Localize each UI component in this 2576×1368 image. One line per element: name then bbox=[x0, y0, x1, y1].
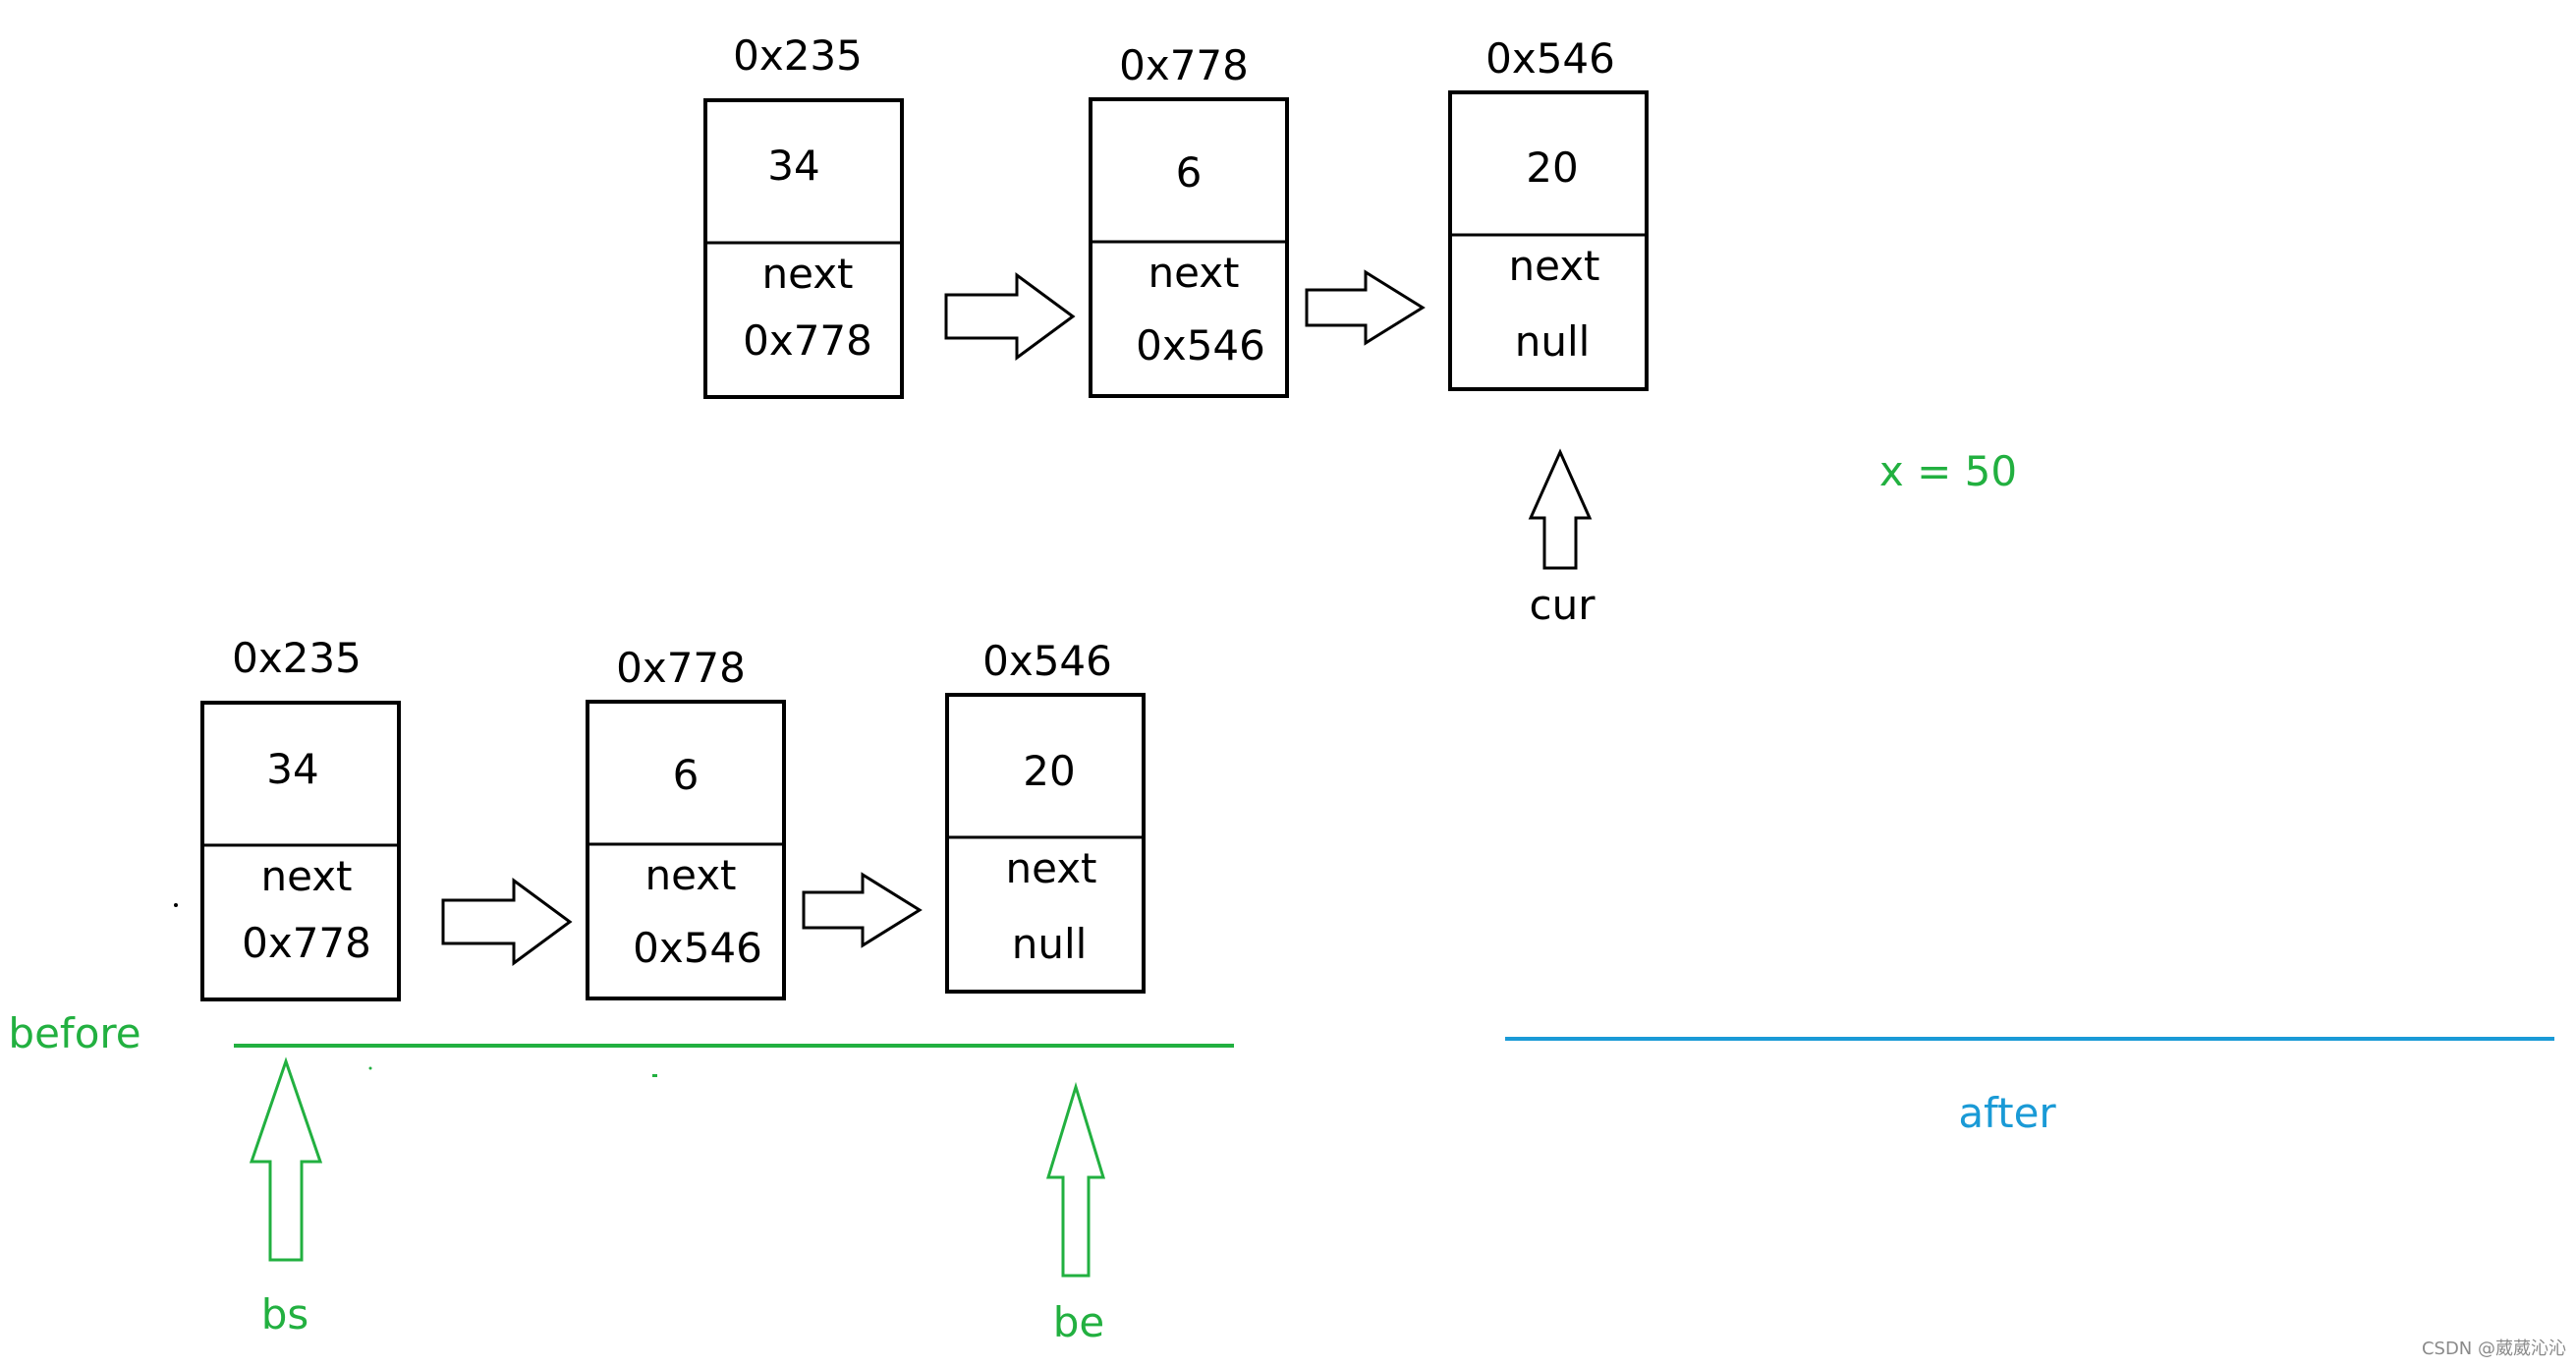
top-node-2-next-label: next bbox=[1148, 249, 1239, 297]
bottom-arrow-2-to-3 bbox=[802, 872, 923, 948]
top-node-3-next-value: null bbox=[1515, 317, 1591, 366]
bottom-node-3-box bbox=[945, 693, 1146, 994]
bottom-node-1-next-value: 0x778 bbox=[242, 919, 371, 967]
bottom-node-1: 0x235 34 next 0x778 bbox=[200, 634, 401, 1001]
top-node-1-next-label: next bbox=[761, 250, 853, 298]
bottom-node-1-value: 34 bbox=[266, 745, 318, 793]
stray-dot bbox=[652, 1074, 657, 1077]
top-node-2: 0x778 6 next 0x546 bbox=[1089, 41, 1289, 398]
bottom-node-1-box bbox=[200, 701, 401, 1001]
top-arrow-1-to-2 bbox=[944, 272, 1076, 361]
after-label: after bbox=[1958, 1089, 2056, 1137]
top-node-2-address: 0x778 bbox=[1119, 41, 1249, 89]
bottom-node-3: 0x546 20 next null bbox=[945, 637, 1146, 994]
x-value-label: x = 50 bbox=[1879, 447, 2017, 495]
be-pointer-arrow bbox=[1045, 1081, 1106, 1278]
bottom-node-2-next-value: 0x546 bbox=[633, 924, 762, 972]
top-node-2-value: 6 bbox=[1176, 148, 1203, 197]
stray-dot bbox=[174, 903, 178, 907]
bottom-node-3-next-value: null bbox=[1012, 920, 1088, 968]
bottom-node-1-next-label: next bbox=[260, 852, 352, 900]
bottom-arrow-1-to-2 bbox=[441, 878, 573, 966]
bottom-list: 0x235 34 next 0x778 0x778 6 next 0x546 0… bbox=[8, 634, 2554, 1346]
top-node-2-next-value: 0x546 bbox=[1136, 321, 1265, 370]
before-label: before bbox=[8, 1009, 140, 1057]
bs-label: bs bbox=[261, 1290, 309, 1339]
top-node-1-value: 34 bbox=[767, 142, 819, 190]
cur-pointer-arrow bbox=[1528, 448, 1593, 570]
bottom-node-2-address: 0x778 bbox=[616, 644, 746, 692]
stray-dot bbox=[368, 1066, 372, 1070]
top-node-3-next-label: next bbox=[1508, 242, 1599, 290]
bottom-node-2-box bbox=[586, 700, 786, 1000]
bottom-node-2: 0x778 6 next 0x546 bbox=[586, 644, 786, 1000]
be-label: be bbox=[1053, 1298, 1105, 1346]
top-node-3-box bbox=[1448, 90, 1649, 391]
bottom-node-3-value: 20 bbox=[1023, 747, 1075, 795]
bottom-node-3-next-label: next bbox=[1005, 844, 1096, 892]
top-node-2-box bbox=[1089, 97, 1289, 398]
watermark: CSDN @葳葳沁沁 bbox=[2422, 1339, 2566, 1359]
top-node-1: 0x235 34 next 0x778 bbox=[703, 31, 904, 399]
bottom-node-1-address: 0x235 bbox=[232, 634, 362, 682]
bottom-node-2-next-label: next bbox=[644, 851, 736, 899]
top-node-3: 0x546 20 next null bbox=[1448, 34, 1649, 391]
cur-label: cur bbox=[1530, 581, 1596, 629]
top-list: 0x235 34 next 0x778 0x778 6 next 0x546 0… bbox=[703, 31, 2017, 629]
top-arrow-2-to-3 bbox=[1305, 269, 1426, 346]
bs-pointer-arrow bbox=[249, 1056, 323, 1262]
top-node-1-address: 0x235 bbox=[733, 31, 863, 80]
top-node-1-box bbox=[703, 98, 904, 399]
top-node-1-next-value: 0x778 bbox=[743, 316, 872, 365]
bottom-node-3-address: 0x546 bbox=[982, 637, 1112, 685]
top-node-3-value: 20 bbox=[1526, 143, 1578, 192]
bottom-node-2-value: 6 bbox=[673, 751, 700, 799]
top-node-3-address: 0x546 bbox=[1485, 34, 1615, 83]
